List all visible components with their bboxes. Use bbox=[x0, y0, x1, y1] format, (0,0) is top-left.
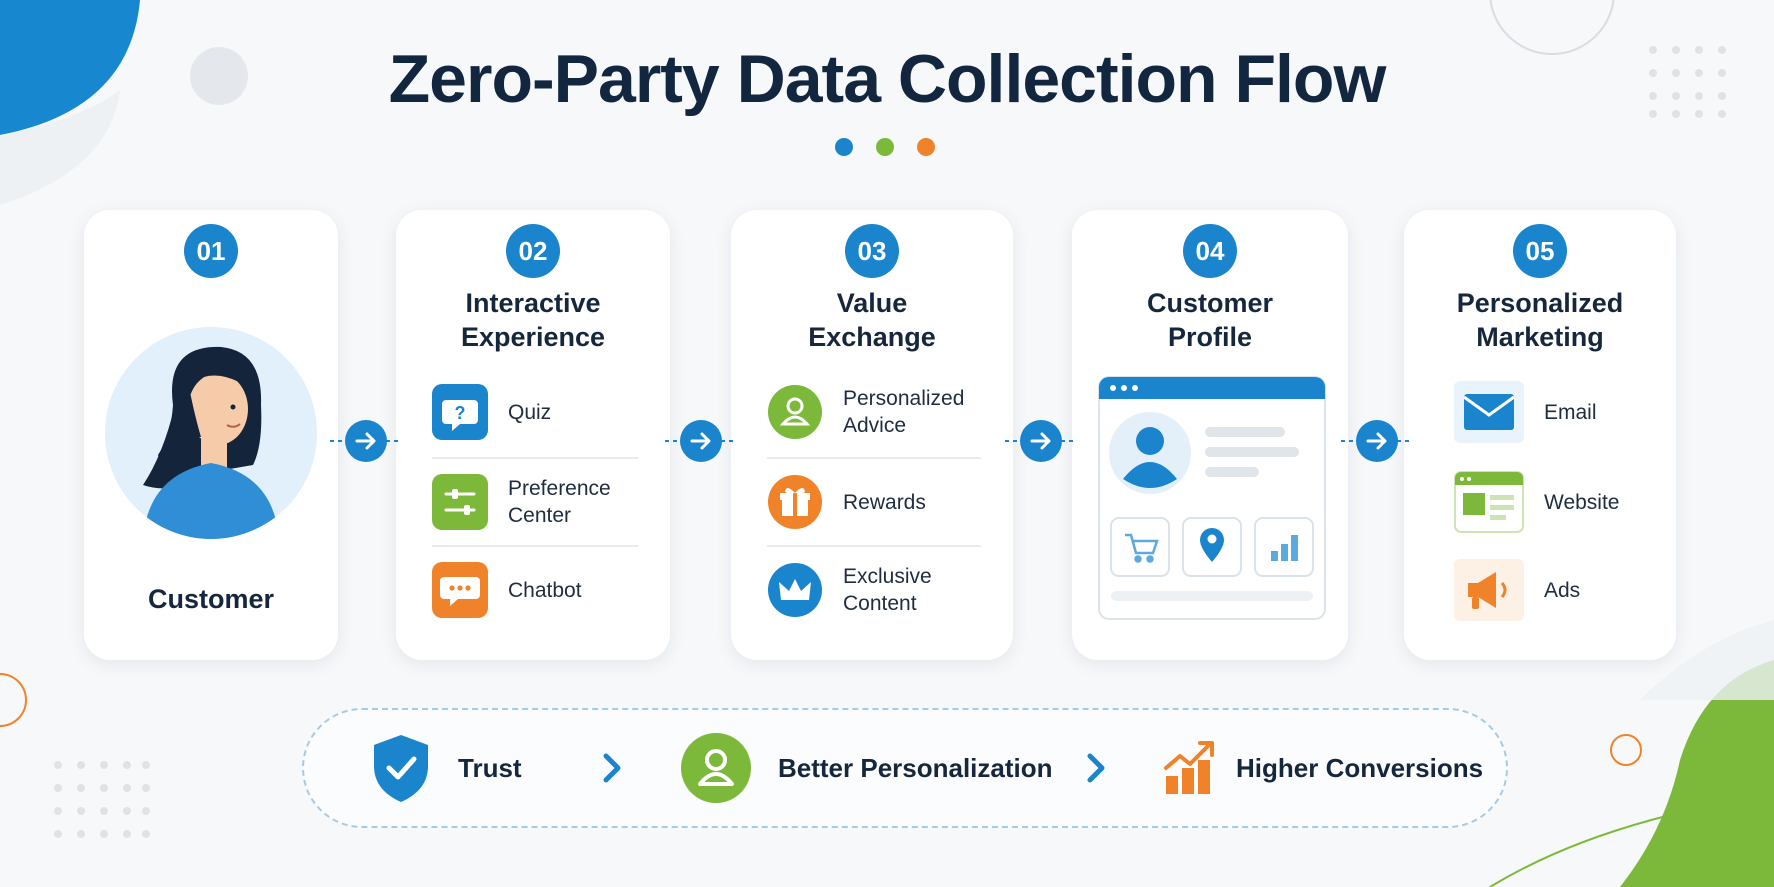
item-label: Quiz bbox=[508, 400, 552, 424]
step-card-customer: 01 Customer bbox=[84, 210, 338, 660]
list-item-preference-center: Preference Center bbox=[432, 459, 638, 545]
step-title: Customer Profile bbox=[1146, 288, 1274, 352]
connector-arrow-3-4 bbox=[1005, 420, 1077, 462]
growth-chart-icon bbox=[1164, 741, 1214, 794]
outcome-bar: Trust Better Personalization Higher Conv… bbox=[302, 708, 1508, 828]
item-label: Website bbox=[1544, 490, 1620, 514]
gift-icon bbox=[767, 474, 823, 530]
step-number-badge: 01 bbox=[184, 224, 238, 278]
location-pin-icon bbox=[1200, 528, 1224, 562]
step-number-badge: 02 bbox=[506, 224, 560, 278]
list-item-website: Website bbox=[1454, 459, 1644, 545]
chevron-right-icon bbox=[603, 753, 621, 783]
crown-icon bbox=[767, 562, 823, 618]
list-item-chatbot: Chatbot bbox=[432, 547, 638, 633]
step-card-value-exchange: 03 Value Exchange Personalized Advice Re… bbox=[731, 210, 1013, 660]
profile-window-illustration bbox=[1098, 376, 1326, 620]
user-icon bbox=[681, 733, 751, 803]
step-title: Value Exchange bbox=[808, 288, 936, 352]
connector-arrow-1-2 bbox=[330, 420, 402, 462]
list-item-ads: Ads bbox=[1454, 547, 1644, 633]
outcome-trust: Trust bbox=[370, 710, 522, 826]
item-label: Chatbot bbox=[508, 578, 582, 602]
item-label: Personalized Advice bbox=[843, 387, 965, 437]
item-label: Email bbox=[1544, 400, 1597, 424]
title-dots bbox=[835, 138, 935, 156]
customer-label: Customer bbox=[147, 584, 275, 614]
item-label: Rewards bbox=[843, 490, 926, 514]
outcome-label: Higher Conversions bbox=[1236, 752, 1484, 783]
cart-icon bbox=[1125, 533, 1159, 563]
bar-chart-icon bbox=[1271, 535, 1298, 561]
customer-woman-illustration bbox=[105, 327, 317, 539]
step-number-badge: 03 bbox=[845, 224, 899, 278]
list-item-email: Email bbox=[1454, 369, 1644, 455]
chat-icon bbox=[432, 562, 488, 618]
item-label: Preference Center bbox=[508, 477, 611, 527]
connector-arrow-2-3 bbox=[665, 420, 737, 462]
outcome-higher-conversions: Higher Conversions bbox=[1162, 710, 1483, 826]
item-label: Ads bbox=[1544, 578, 1581, 602]
svg-text:?: ? bbox=[455, 403, 466, 423]
sliders-icon bbox=[432, 474, 488, 530]
website-icon bbox=[1454, 471, 1524, 533]
step-title: Personalized Marketing bbox=[1456, 288, 1624, 352]
chevron-right-icon bbox=[1087, 753, 1105, 783]
step-card-customer-profile: 04 Customer Profile bbox=[1072, 210, 1348, 660]
quiz-icon: ? bbox=[432, 384, 488, 440]
list-item-quiz: ? Quiz bbox=[432, 369, 638, 455]
step-number-badge: 04 bbox=[1183, 224, 1237, 278]
user-icon bbox=[767, 384, 823, 440]
megaphone-icon bbox=[1454, 559, 1524, 621]
outcome-label: Trust bbox=[458, 752, 522, 783]
outcome-better-personalization: Better Personalization bbox=[680, 710, 1053, 826]
item-label: Exclusive Content bbox=[843, 565, 932, 615]
envelope-icon bbox=[1454, 381, 1524, 443]
step-card-interactive-experience: 02 Interactive Experience ? Quiz Prefere… bbox=[396, 210, 670, 660]
list-item-rewards: Rewards bbox=[767, 459, 981, 545]
list-item-personalized-advice: Personalized Advice bbox=[767, 369, 981, 455]
outcome-label: Better Personalization bbox=[778, 752, 1053, 783]
step-number-badge: 05 bbox=[1513, 224, 1567, 278]
page-title: Zero-Party Data Collection Flow bbox=[388, 41, 1387, 117]
connector-arrow-4-5 bbox=[1341, 420, 1413, 462]
step-card-personalized-marketing: 05 Personalized Marketing Email Website … bbox=[1404, 210, 1676, 660]
step-title: Interactive Experience bbox=[460, 288, 606, 352]
list-item-exclusive-content: Exclusive Content bbox=[767, 547, 981, 633]
shield-check-icon bbox=[374, 735, 428, 802]
